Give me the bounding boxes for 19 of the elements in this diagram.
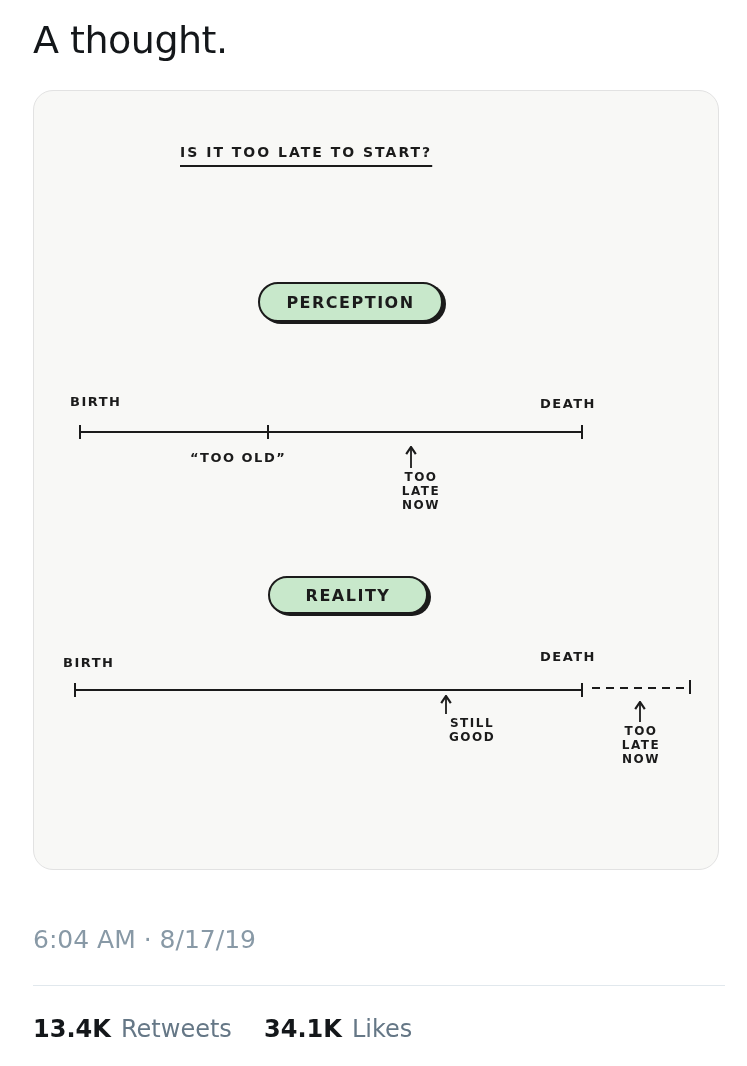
arrow [405,445,417,469]
annotation-text: TOO LATE NOW [618,724,664,766]
timeline-label: BIRTH [70,394,122,409]
stat-label: Likes [352,1015,413,1043]
arrow [634,700,646,723]
timeline-label: DEATH [540,649,596,664]
timeline-label: BIRTH [63,655,115,670]
annotation-text: TOO LATE NOW [398,470,444,512]
post-text: A thought. [33,18,228,62]
label-pill: PERCEPTION [258,282,443,322]
arrow [440,694,452,715]
stat-count: 13.4K [33,1015,111,1043]
timeline-label: “TOO OLD” [190,450,287,465]
stat-count: 34.1K [264,1015,342,1043]
stat-label: Retweets [121,1015,232,1043]
timestamp: 6:04 AM · 8/17/19 [33,925,256,954]
label-pill: REALITY [268,576,428,614]
annotation-text: STILL GOOD [440,716,504,744]
timeline-label: DEATH [540,396,596,411]
